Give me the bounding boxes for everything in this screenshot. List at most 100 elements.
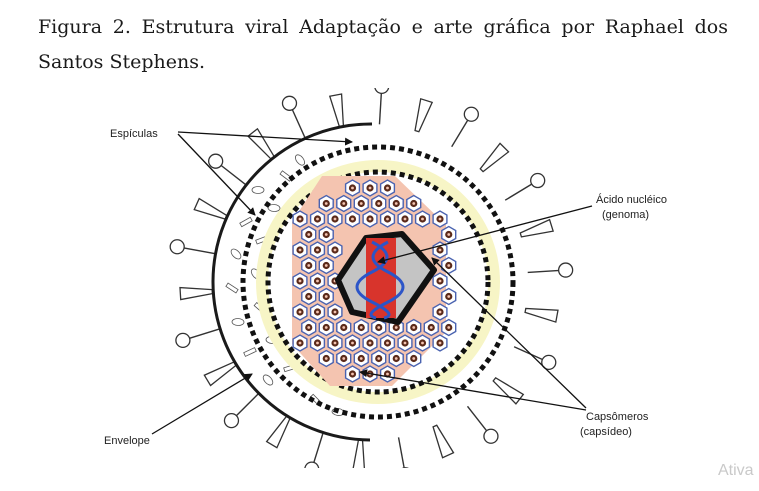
capsomere-core-dot xyxy=(324,326,328,329)
lipid-spot xyxy=(243,347,257,357)
espiculas-pointer-1 xyxy=(177,131,353,146)
capsomere-core-dot xyxy=(342,202,346,205)
capsomere-core-dot xyxy=(447,264,451,267)
capsomere xyxy=(362,179,378,197)
pointer-lines xyxy=(151,131,593,435)
capsomere-core-dot xyxy=(368,186,372,190)
capsomere-core-dot xyxy=(403,341,407,345)
capsomere-core-dot xyxy=(368,341,372,345)
capsomere-core-dot xyxy=(359,202,363,205)
capsomere xyxy=(388,194,404,213)
capsomeros-pointer-2 xyxy=(359,369,587,411)
capsomere xyxy=(292,272,308,290)
spike-stalk xyxy=(466,405,488,432)
capsomere-core-dot xyxy=(324,295,328,298)
capsomere xyxy=(309,303,326,321)
spike-stalk xyxy=(219,164,247,186)
capsomere-core-dot xyxy=(316,341,319,345)
spike-wedge xyxy=(479,142,510,173)
spike-knob xyxy=(541,354,557,371)
dna-helix-strand-a xyxy=(355,240,391,320)
capsomere xyxy=(414,210,431,228)
lipid-spot xyxy=(225,282,239,294)
capsomere-core-dot xyxy=(333,248,337,252)
spike xyxy=(328,93,345,128)
capsomere xyxy=(362,334,378,352)
capsomere xyxy=(292,303,308,321)
spike-knob xyxy=(304,461,320,468)
activation-watermark: Ativa xyxy=(718,462,754,479)
capsomere-core-dot xyxy=(412,357,416,360)
lipid-spot xyxy=(231,318,245,326)
capsomere xyxy=(301,287,317,306)
capsomere xyxy=(309,241,326,259)
capsomere xyxy=(336,349,352,368)
capsomere-core-dot xyxy=(386,372,389,376)
capsomere xyxy=(432,272,448,290)
spike-wedge xyxy=(432,424,455,459)
capsomere xyxy=(309,210,326,228)
capsomere-core-dot xyxy=(307,264,311,267)
capsomere-core-dot xyxy=(351,372,354,376)
capsomere xyxy=(353,349,369,368)
spike xyxy=(179,286,214,301)
spike-wedge xyxy=(193,197,228,220)
capsomere xyxy=(397,334,413,352)
spike-wedge xyxy=(414,97,434,133)
capsomere xyxy=(318,256,334,275)
capsomere-core-dot xyxy=(324,357,328,360)
capsomere xyxy=(423,318,439,337)
spike-stalk xyxy=(188,328,220,340)
capsomere-core-dot xyxy=(377,357,381,360)
spike-stalk xyxy=(291,108,306,139)
capsomere-core-dot xyxy=(316,248,319,252)
spike-wedge xyxy=(519,218,555,238)
capsomere-core-dot xyxy=(403,217,407,221)
spike xyxy=(524,307,559,323)
capsomere xyxy=(336,194,352,213)
spike-knob xyxy=(374,88,390,95)
capsomere-core-dot xyxy=(307,233,311,236)
spike xyxy=(247,127,275,160)
figure-caption: Figura 2. Estrutura viral Adaptação e ar… xyxy=(38,16,728,73)
spike xyxy=(451,106,479,148)
capsomere xyxy=(362,210,378,228)
capsomere-core-dot xyxy=(298,310,302,314)
capsomere-core-dot xyxy=(394,202,398,205)
capsomere-core-dot xyxy=(351,217,354,221)
capsomere xyxy=(301,256,317,275)
capsomere xyxy=(397,210,413,228)
capsomere-core-dot xyxy=(438,310,442,314)
capsomere xyxy=(406,318,422,337)
lipid-spot xyxy=(251,186,265,194)
capsomere-core-dot xyxy=(447,326,451,329)
capsomere-core-dot xyxy=(421,341,424,345)
nucleic-acid xyxy=(335,231,437,325)
spike xyxy=(492,376,525,405)
lipid-spot xyxy=(262,374,274,386)
spike-wedge xyxy=(247,127,275,160)
capsomere-core-dot xyxy=(359,326,363,329)
capsomere-core-dot xyxy=(342,357,346,360)
espiculas-pointer-2 xyxy=(177,133,256,216)
spike-stalk xyxy=(397,437,405,468)
acido-pointer xyxy=(377,205,593,265)
spike xyxy=(223,393,259,429)
capsomere-core-dot xyxy=(316,279,319,283)
envelope-outer-edge xyxy=(211,122,373,442)
spike xyxy=(414,97,434,133)
capsomere xyxy=(318,194,334,213)
spike-stalk xyxy=(182,247,215,255)
capsomere xyxy=(379,210,396,228)
spike-wedge xyxy=(179,286,214,301)
capsomere-core-dot xyxy=(316,217,319,221)
capsomere-core-dot xyxy=(386,217,389,221)
spike xyxy=(203,361,237,387)
capsomere xyxy=(318,349,334,368)
spike-stalk xyxy=(513,346,544,361)
capsomere-core-dot xyxy=(351,186,354,190)
capsomere xyxy=(371,194,387,213)
envelope-pointer xyxy=(151,373,253,435)
spike-knob xyxy=(463,106,479,122)
capsomere-core-dot xyxy=(333,217,337,221)
